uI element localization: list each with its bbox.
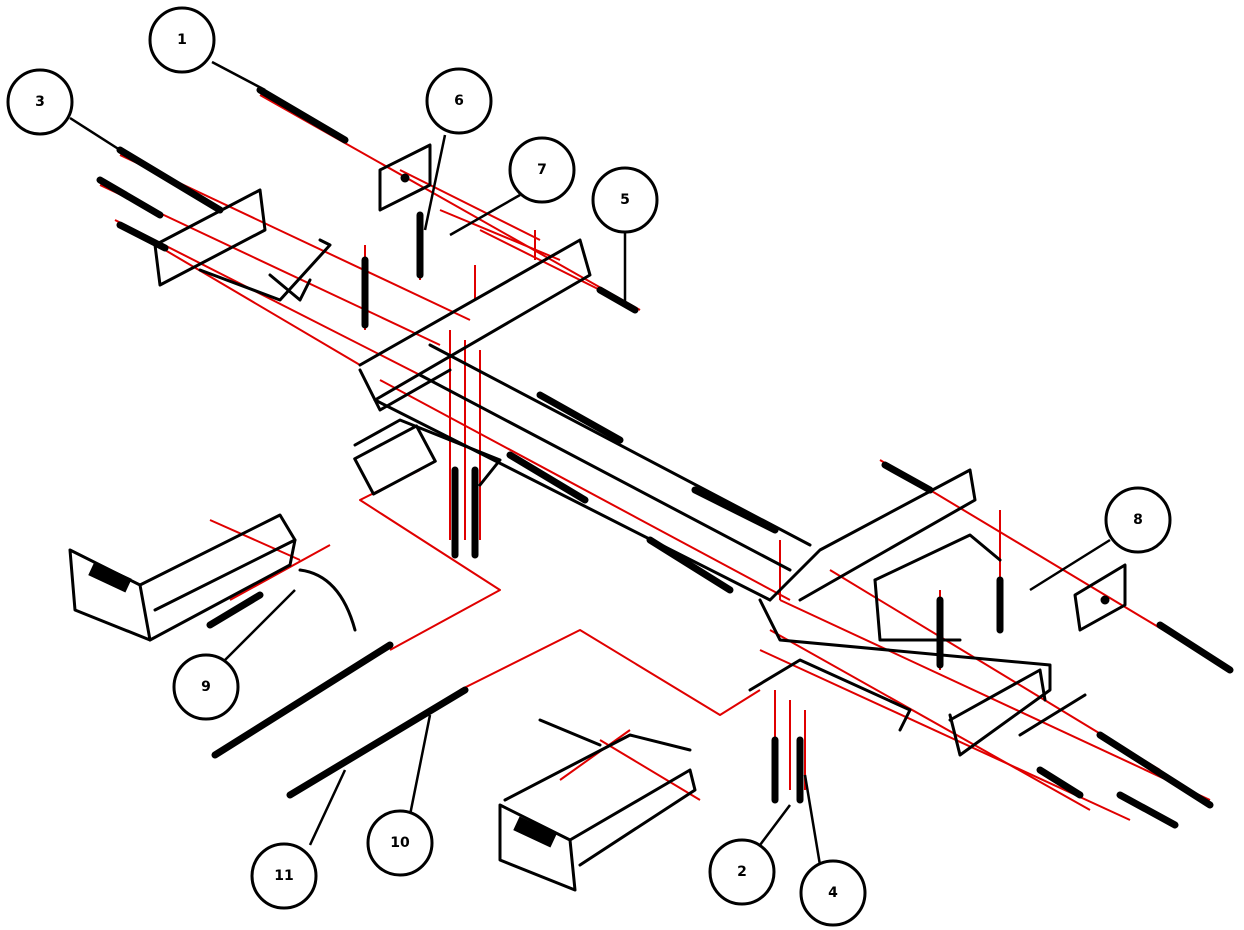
callout-1: 1: [148, 6, 216, 74]
callouts: 1 3 6 7 5 8 9 2 4 10 11: [6, 6, 1172, 927]
left-receiver-tube: [68, 513, 357, 642]
small-plate-8: [1073, 563, 1127, 632]
callout-leaders: [69, 60, 1111, 866]
callout-10: 10: [366, 809, 434, 877]
callout-7: 7: [508, 136, 576, 204]
svg-text:11: 11: [274, 868, 293, 884]
svg-text:2: 2: [737, 864, 747, 880]
callout-6: 6: [425, 67, 493, 135]
svg-text:8: 8: [1133, 512, 1143, 528]
callout-4: 4: [799, 859, 867, 927]
svg-text:5: 5: [620, 192, 630, 208]
callout-9: 9: [172, 653, 240, 721]
svg-text:10: 10: [390, 835, 410, 851]
svg-text:1: 1: [177, 32, 187, 48]
hitch-parts: [68, 86, 1234, 892]
callout-11: 11: [250, 842, 318, 910]
callout-3-top: 3: [6, 68, 74, 136]
left-side-bracket: [153, 188, 452, 412]
svg-text:7: 7: [537, 162, 547, 178]
callout-5: 5: [591, 166, 659, 234]
svg-text:3: 3: [35, 94, 45, 110]
svg-text:4: 4: [828, 885, 838, 901]
svg-text:9: 9: [201, 679, 211, 695]
lower-receiver-tube: [498, 718, 697, 892]
right-side-bracket: [873, 533, 1087, 737]
bolts: [96, 86, 1234, 829]
callout-2-bottom: 2: [708, 838, 776, 906]
svg-text:6: 6: [454, 93, 464, 109]
small-plate-6: [378, 143, 432, 212]
callout-8: 8: [1104, 486, 1172, 554]
main-cross-tube: [358, 238, 1052, 757]
center-receiver-block: [353, 418, 912, 732]
